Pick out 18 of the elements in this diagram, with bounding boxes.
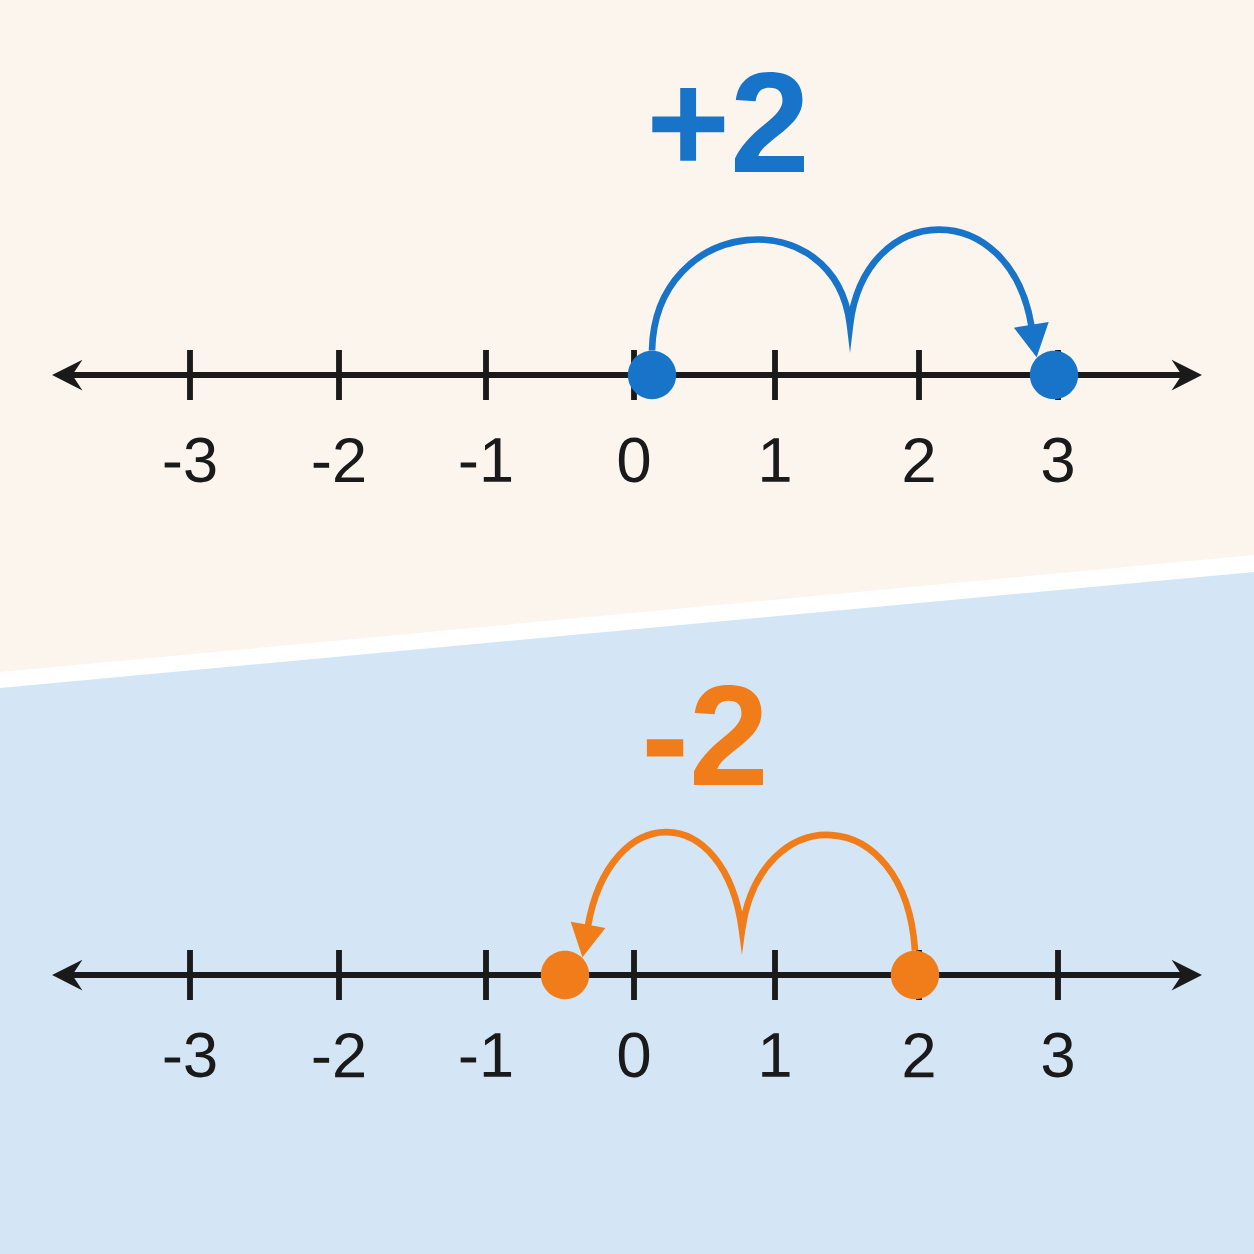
dot	[540, 950, 590, 1000]
tick-label: -3	[164, 1032, 216, 1078]
tick-label: -2	[313, 437, 364, 483]
tick-label: -1	[460, 1033, 512, 1077]
tick-label: 3	[1042, 1032, 1073, 1078]
dot	[627, 350, 677, 400]
operation-label: +2	[652, 72, 804, 173]
tick-label: 0	[618, 1032, 650, 1078]
tick-label: 1	[762, 1033, 790, 1077]
tick-label: 2	[904, 437, 934, 483]
tick-label: -3	[164, 437, 216, 483]
tick-label: 0	[618, 437, 650, 483]
tick-label: -2	[313, 1032, 364, 1078]
dot	[890, 950, 940, 1000]
operation-label: -2	[646, 685, 763, 786]
tick-label: -1	[460, 438, 512, 482]
tick-label: 1	[762, 438, 790, 482]
dot	[1029, 350, 1079, 400]
